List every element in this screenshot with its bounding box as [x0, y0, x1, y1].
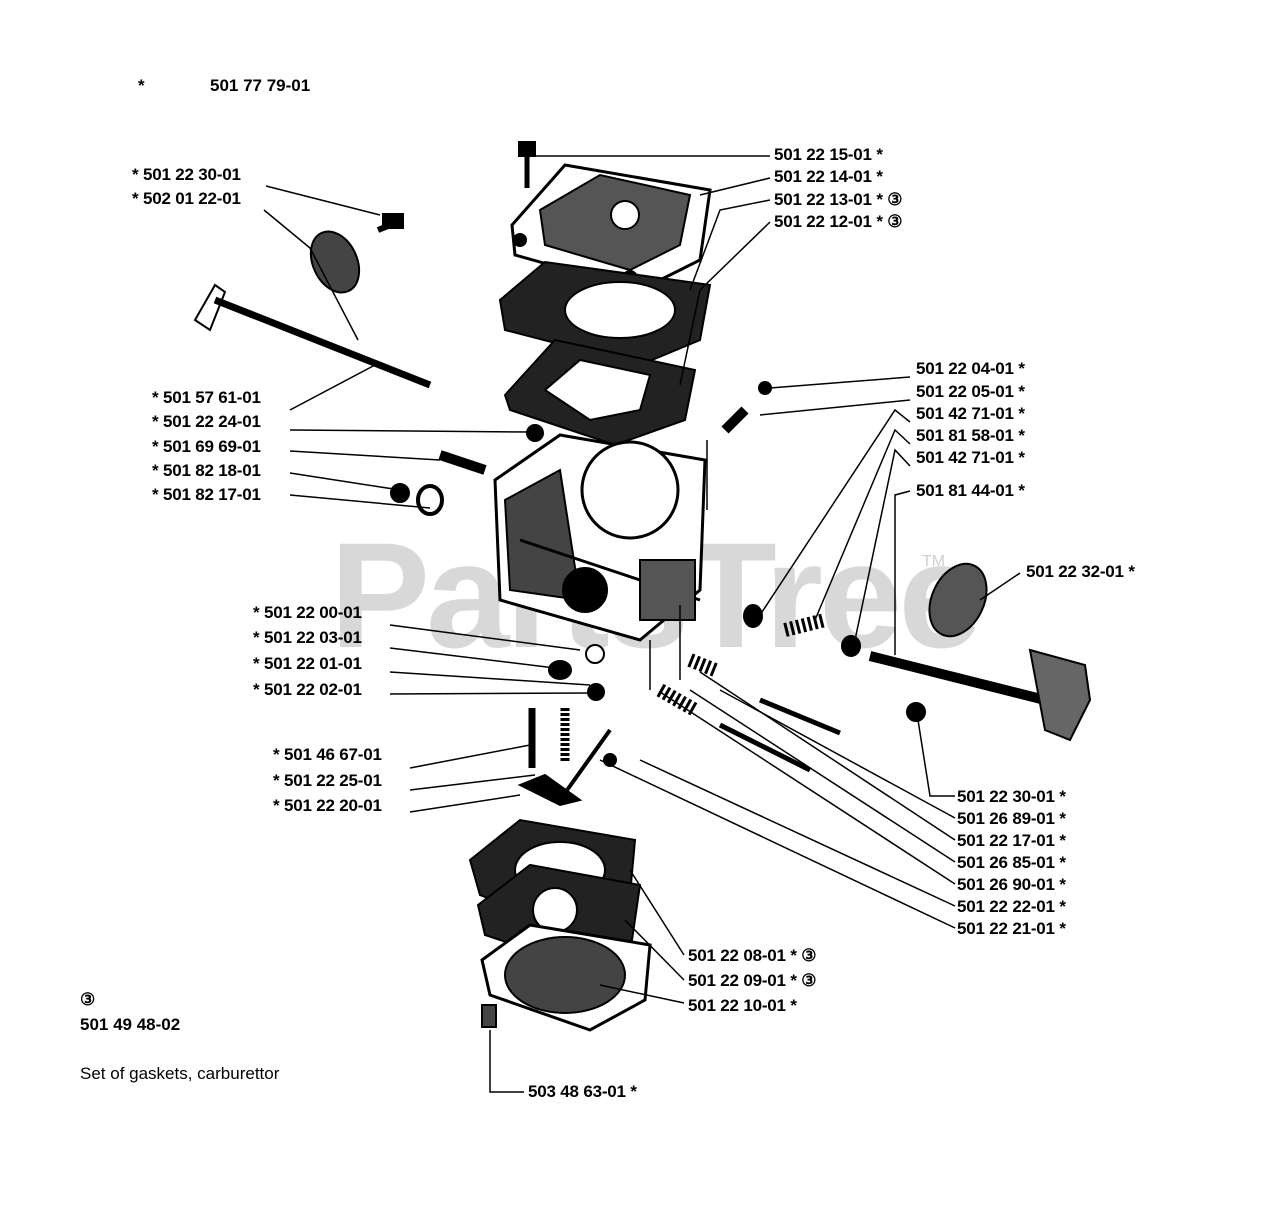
- washer-part: [390, 483, 410, 503]
- part-label[interactable]: 501 22 10-01 *: [688, 996, 797, 1015]
- part-label[interactable]: * 502 01 22-01: [132, 189, 241, 208]
- part-label[interactable]: 501 26 89-01 *: [957, 809, 1066, 828]
- part-label[interactable]: * 501 46 67-01: [273, 745, 382, 764]
- shaft-bushing-part: [743, 604, 763, 628]
- throttle-valve-part: [928, 562, 988, 638]
- legend-kit-number[interactable]: 501 49 48-02: [80, 1015, 181, 1034]
- choke-shaft-part: [193, 283, 432, 389]
- low-spring-part: [656, 683, 699, 717]
- part-label[interactable]: 501 22 08-01 * ③: [688, 946, 817, 965]
- part-label[interactable]: * 501 22 03-01: [253, 628, 362, 647]
- part-label[interactable]: * 501 82 18-01: [152, 461, 261, 480]
- legend-description: Set of gaskets, carburettor: [80, 1064, 280, 1083]
- throttle-shaft-part: [868, 651, 1047, 705]
- screw-top-part: [518, 141, 536, 188]
- part-label[interactable]: 501 26 90-01 *: [957, 875, 1066, 894]
- idle-needle-part: [721, 406, 749, 434]
- part-label[interactable]: * 501 22 24-01: [152, 412, 261, 431]
- high-needle-part: [759, 697, 841, 736]
- choke-valve-part: [309, 230, 361, 294]
- throttle-screw-part: [906, 702, 926, 722]
- cup-part: [587, 683, 605, 701]
- part-label[interactable]: 501 22 32-01 *: [1026, 562, 1135, 581]
- part-label[interactable]: * 501 69 69-01: [152, 437, 261, 456]
- lever-arm-part: [517, 773, 583, 807]
- return-spring-part: [783, 613, 827, 637]
- part-label[interactable]: * 501 22 20-01: [273, 796, 382, 815]
- pump-diaphragm-part: [503, 338, 697, 447]
- part-label[interactable]: 501 81 58-01 *: [916, 426, 1025, 445]
- part-label[interactable]: 501 42 71-01 *: [916, 448, 1025, 467]
- pump-gasket-part: [498, 260, 712, 367]
- fuel-screw-part: [481, 1004, 497, 1028]
- part-label[interactable]: 501 22 21-01 *: [957, 919, 1066, 938]
- high-spring-part: [687, 653, 718, 677]
- part-label[interactable]: 501 22 09-01 * ③: [688, 971, 817, 990]
- part-label[interactable]: * 501 22 01-01: [253, 654, 362, 673]
- part-label[interactable]: * 501 22 30-01: [132, 165, 241, 184]
- lever-part: [558, 728, 612, 802]
- throttle-lever-part: [1028, 648, 1092, 742]
- watermark-trademark: TM: [922, 553, 946, 570]
- ball-part: [758, 381, 772, 395]
- bushing-part: [416, 484, 444, 516]
- part-label[interactable]: * 501 22 02-01: [253, 680, 362, 699]
- fitting-part: [438, 450, 487, 475]
- header-kit-number: 501 77 79-01: [210, 76, 311, 95]
- legend-symbol: ③: [80, 990, 96, 1009]
- part-label[interactable]: 501 22 04-01 *: [916, 359, 1025, 378]
- metering-cover-part: [480, 923, 652, 1032]
- part-label[interactable]: 501 22 17-01 *: [957, 831, 1066, 850]
- header-star: *: [138, 76, 145, 95]
- plug-part: [526, 424, 544, 442]
- carburetor-body-part: [493, 433, 707, 642]
- part-label[interactable]: 501 22 05-01 *: [916, 382, 1025, 401]
- part-label[interactable]: 501 22 14-01 *: [774, 167, 883, 186]
- part-label[interactable]: 501 22 15-01 *: [774, 145, 883, 164]
- shaft-washer-part: [841, 635, 861, 657]
- part-label[interactable]: 503 48 63-01 *: [528, 1082, 637, 1101]
- part-label[interactable]: 501 22 12-01 * ③: [774, 212, 903, 231]
- part-label[interactable]: * 501 22 25-01: [273, 771, 382, 790]
- low-needle-part: [718, 722, 812, 773]
- seal-part: [585, 644, 605, 664]
- screw-small-part: [376, 213, 404, 233]
- valve-seat-part: [548, 660, 572, 680]
- leader-lines: [263, 155, 1021, 1093]
- part-label[interactable]: 501 22 30-01 *: [957, 787, 1066, 806]
- part-label[interactable]: 501 42 71-01 *: [916, 404, 1025, 423]
- part-label[interactable]: * 501 22 00-01: [253, 603, 362, 622]
- part-label[interactable]: 501 22 22-01 *: [957, 897, 1066, 916]
- part-label[interactable]: * 501 82 17-01: [152, 485, 261, 504]
- part-label[interactable]: 501 26 85-01 *: [957, 853, 1066, 872]
- part-label[interactable]: 501 22 13-01 * ③: [774, 190, 903, 209]
- part-label[interactable]: * 501 57 61-01: [152, 388, 261, 407]
- part-label[interactable]: 501 81 44-01 *: [916, 481, 1025, 500]
